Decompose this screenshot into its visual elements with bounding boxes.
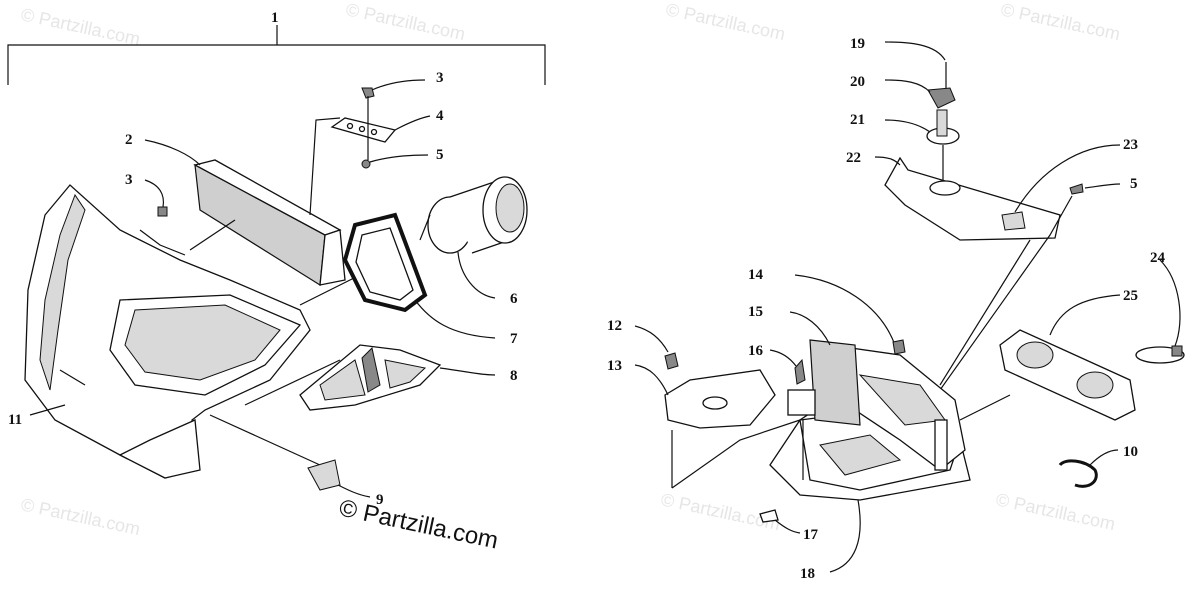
leader-line: [769, 349, 797, 367]
partzilla-watermark: © Partzilla.com: [337, 494, 501, 554]
leader-line: [414, 299, 496, 339]
callout-13: 13: [607, 358, 622, 374]
leader-line: [337, 484, 371, 498]
assembly-line: [959, 394, 1011, 421]
callout-25: 25: [1123, 288, 1138, 304]
leader-line: [874, 156, 901, 166]
clip-part: [892, 339, 906, 355]
clip-part: [361, 87, 375, 99]
leader-line: [394, 115, 431, 131]
screw-part: [361, 159, 371, 169]
callout-4: 4: [436, 108, 444, 124]
callout-21: 21: [850, 112, 865, 128]
callout-11: 11: [8, 412, 22, 428]
heat-shield-part: [664, 369, 776, 429]
callout-18: 18: [800, 566, 815, 582]
leader-line: [794, 274, 896, 346]
assembly-line: [939, 195, 1073, 391]
bracket-clip-part: [794, 358, 806, 385]
leader-line: [457, 251, 496, 299]
leader-line: [884, 119, 931, 133]
clamp-part: [1135, 345, 1185, 364]
leader-line: [774, 519, 801, 534]
clamp-ring-part: [1058, 459, 1098, 488]
watermark: © Partzilla.com: [999, 0, 1122, 44]
assembly-line: [671, 419, 801, 489]
sensor-part: [927, 87, 956, 109]
bracket-part: [787, 389, 816, 416]
leader-line: [369, 154, 429, 163]
callout-6: 6: [510, 291, 518, 307]
assembly-line: [309, 117, 341, 216]
rivet-part: [1069, 183, 1084, 195]
leader-line: [634, 364, 669, 396]
callout-19: 19: [850, 36, 865, 52]
leader-line: [1159, 259, 1181, 347]
callout-1: 1: [271, 10, 279, 26]
leader-line: [1089, 449, 1119, 466]
leader-line: [371, 79, 426, 91]
foam-pad-part: [809, 339, 861, 426]
leader-line: [884, 41, 946, 61]
grommet-part: [926, 109, 960, 145]
callout-7: 7: [510, 331, 518, 347]
watermark: © Partzilla.com: [19, 4, 142, 49]
callout-5: 5: [1130, 176, 1138, 192]
callout-16: 16: [748, 343, 764, 359]
intake-adapter-part: [419, 176, 528, 254]
watermark: © Partzilla.com: [659, 489, 782, 534]
callout-22: 22: [846, 150, 861, 166]
callout-17: 17: [803, 527, 819, 543]
clip-part: [157, 206, 168, 217]
leader-line: [29, 404, 66, 416]
assembly-line: [189, 219, 236, 251]
leader-line: [1049, 294, 1121, 336]
watermark: © Partzilla.com: [664, 0, 787, 44]
cover-plate-part: [884, 156, 1061, 241]
mounting-plate-part: [330, 117, 397, 143]
leader-line: [144, 179, 165, 208]
callout-20: 20: [850, 74, 865, 90]
assembly-line: [939, 239, 1031, 386]
callout-9: 9: [376, 492, 384, 508]
leader-line: [634, 325, 669, 353]
vent-insert-part: [299, 344, 442, 411]
callout-10: 10: [1123, 444, 1138, 460]
airbox-base-part: [769, 344, 971, 501]
assembly-line: [244, 359, 341, 406]
dual-intake-boot-part: [999, 329, 1136, 421]
leader-line: [439, 367, 496, 376]
callout-3: 3: [125, 172, 133, 188]
watermark: © Partzilla.com: [344, 0, 467, 44]
leader-line: [829, 499, 861, 573]
leader-line: [884, 79, 931, 93]
assembly-line: [299, 274, 361, 306]
small-vent-part: [307, 459, 341, 491]
callout-2: 2: [125, 132, 133, 148]
callout-15: 15: [748, 304, 763, 320]
callout-8: 8: [510, 368, 518, 384]
callout-14: 14: [748, 267, 764, 283]
rivet-part: [759, 509, 779, 523]
leader-line: [1014, 144, 1121, 213]
leader-line: [144, 139, 201, 166]
callout-3: 3: [436, 70, 444, 86]
leader-line: [789, 311, 831, 346]
leader-line: [1084, 183, 1121, 189]
airbox-housing-part: [24, 184, 311, 479]
watermark: © Partzilla.com: [19, 494, 142, 539]
foam-block-part: [193, 159, 346, 287]
gasket-part: [342, 212, 428, 313]
callout-5: 5: [436, 147, 444, 163]
assembly-bracket: [7, 44, 546, 85]
callout-23: 23: [1123, 137, 1138, 153]
fastener-part: [664, 352, 679, 370]
callout-24: 24: [1150, 250, 1166, 266]
assembly-line: [209, 414, 321, 466]
watermark: © Partzilla.com: [994, 489, 1117, 534]
callout-12: 12: [607, 318, 622, 334]
